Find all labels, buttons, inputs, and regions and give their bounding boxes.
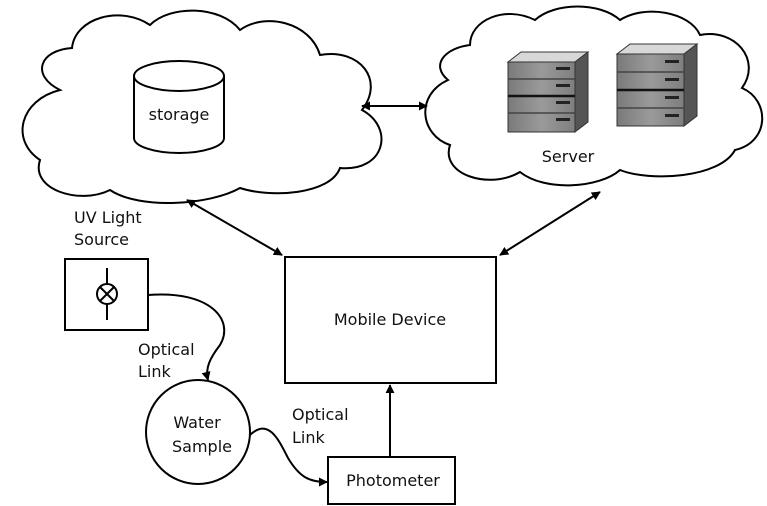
mobile-device-label: Mobile Device [334,310,446,329]
optical-link-uv-water [147,293,226,381]
photometer-box [327,456,456,505]
mobile-device-box [284,256,497,384]
water-sample-label-line2: Sample [172,437,232,456]
optical-link-2-label-line2: Link [292,428,326,447]
optical-link-water-photometer [249,427,328,487]
arrow-server-mobile [499,191,601,256]
optical-link-1-label-line1: Optical [138,340,195,359]
storage-icon [133,60,225,154]
water-sample-label-line1: Water [173,413,221,432]
storage-label: storage [149,105,210,124]
water-sample-circle [145,379,251,485]
photometer-label: Photometer [346,471,440,490]
optical-link-2-label-line1: Optical [292,405,349,424]
optical-link-1-label-line2: Link [138,362,172,381]
lamp-icon [96,268,118,320]
server-rack-icon [615,42,699,128]
server-label: Server [542,147,595,166]
arrow-storage-mobile [186,199,283,256]
server-rack-icon [506,50,590,134]
uv-source-label-line1: UV Light [74,208,142,227]
uv-source-label-line2: Source [74,230,129,249]
